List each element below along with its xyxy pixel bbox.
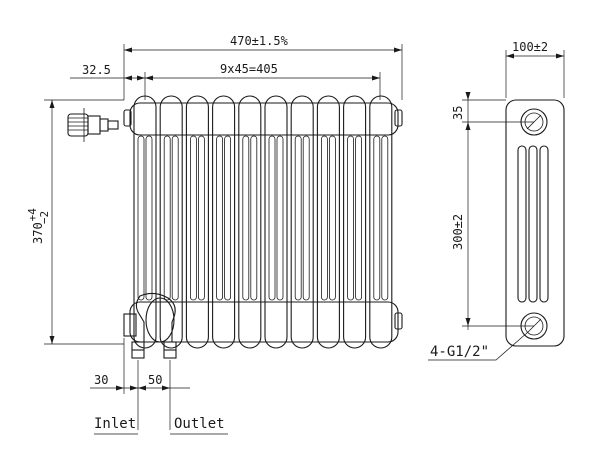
radiator-column <box>343 95 367 349</box>
valve-spacing-label: 50 <box>148 373 162 387</box>
dimension-side-vertical <box>462 92 534 330</box>
height-label: 370+4−2 <box>26 208 51 244</box>
bleed-valve-icon <box>67 108 119 142</box>
dimension-height <box>44 99 124 345</box>
bottom-manifold <box>129 301 399 343</box>
dimension-depth <box>505 50 565 98</box>
radiator-columns <box>133 95 393 349</box>
radiator-column <box>369 95 393 349</box>
bottom-valves-icon <box>123 292 177 359</box>
column-pitch-label: 9x45=405 <box>220 62 278 76</box>
inlet-label: Inlet <box>94 416 136 432</box>
ports-leader <box>428 331 529 361</box>
valve-offset-label: 30 <box>94 373 108 387</box>
radiator-column <box>159 95 183 349</box>
radiator-column <box>238 95 262 349</box>
port-spacing-label: 300±2 <box>451 214 465 250</box>
end-cap-right-top <box>394 109 403 127</box>
outlet-label: Outlet <box>174 416 225 432</box>
dimension-valve-offsets <box>90 338 190 430</box>
dimension-column-pitch <box>70 72 381 100</box>
end-cap-right-bottom <box>394 312 403 330</box>
offset-left-label: 32.5 <box>82 63 111 77</box>
radiator-column <box>264 95 288 349</box>
radiator-column <box>212 95 236 349</box>
ports-label: 4-G1/2" <box>430 344 489 360</box>
depth-label: 100±2 <box>512 40 548 54</box>
overall-width-label: 470±1.5% <box>230 34 289 48</box>
front-view <box>123 95 403 349</box>
top-manifold <box>129 102 399 136</box>
radiator-column <box>185 95 209 349</box>
side-view <box>505 99 565 347</box>
radiator-column <box>316 95 340 349</box>
top-offset-label: 35 <box>451 106 465 120</box>
end-cap-left-top <box>123 109 132 127</box>
radiator-column <box>290 95 314 349</box>
dimension-overall-width <box>123 44 403 100</box>
